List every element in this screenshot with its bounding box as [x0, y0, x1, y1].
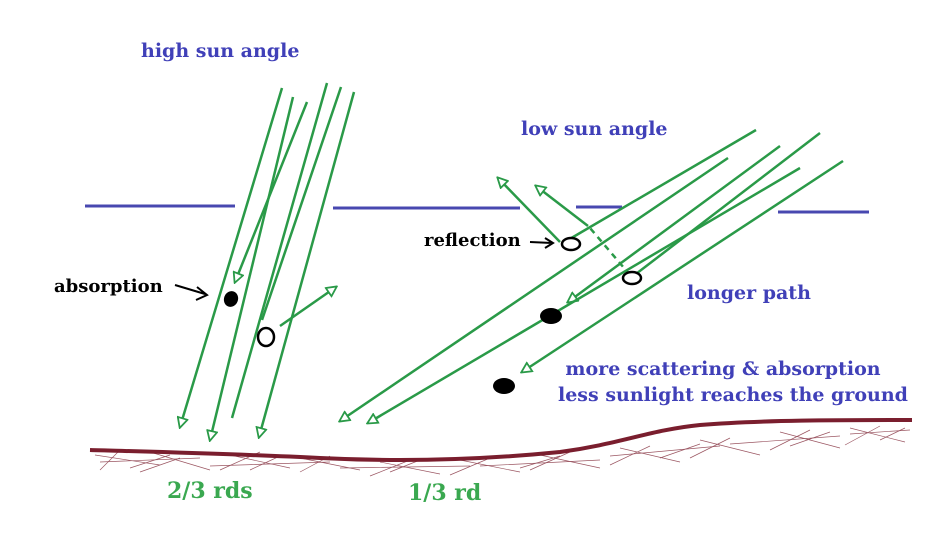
- scattering-particle-low: [621, 270, 643, 286]
- less-sunlight-label: less sunlight reaches the ground: [558, 384, 908, 406]
- ground-line: [89, 418, 913, 462]
- longer-path-label: longer path: [687, 282, 811, 304]
- absorption-pointer: [174, 284, 209, 301]
- low-ray-4: [631, 132, 821, 278]
- high-ray-1: [180, 87, 284, 427]
- reflected-ray-2: [536, 186, 589, 227]
- more-scattering-label: more scattering & absorption: [565, 358, 881, 380]
- low-sun-rays: [340, 128, 844, 423]
- high-scatter-ray: [279, 287, 336, 328]
- pointer-arrows: [174, 237, 555, 301]
- high-ray-2: [210, 96, 295, 440]
- reflected-ray-dashed: [589, 227, 631, 276]
- low-ray-5: [368, 166, 801, 423]
- low-ray-1: [340, 156, 729, 421]
- ground-texture: [94, 425, 911, 477]
- reflection-pointer: [529, 237, 555, 249]
- scattering-particle-high: [256, 326, 276, 348]
- particles: [223, 236, 643, 394]
- absorption-label: absorption: [54, 276, 163, 297]
- high-ray-6: [259, 91, 356, 437]
- high-sun-rays: [180, 82, 356, 440]
- high-ray-3: [235, 101, 309, 282]
- high-ray-5: [260, 86, 343, 321]
- high-sun-angle-label: high sun angle: [141, 40, 300, 62]
- reflecting-particle: [560, 236, 582, 252]
- low-sun-angle-label: low sun angle: [521, 118, 668, 140]
- high-ray-4: [230, 82, 329, 419]
- reflection-label: reflection: [424, 230, 521, 251]
- one-third-label: 1/3 rd: [408, 480, 482, 506]
- two-thirds-label: 2/3 rds: [167, 478, 253, 504]
- absorbing-particle-low-2: [493, 378, 515, 394]
- absorbing-particle-low-1: [540, 308, 562, 324]
- low-ray-6: [522, 159, 844, 372]
- reflected-ray-1: [498, 178, 561, 243]
- low-ray-3: [568, 144, 781, 302]
- atmosphere-top-lines: [85, 204, 869, 214]
- low-ray-2: [567, 128, 757, 242]
- absorbing-particle-high: [223, 291, 239, 307]
